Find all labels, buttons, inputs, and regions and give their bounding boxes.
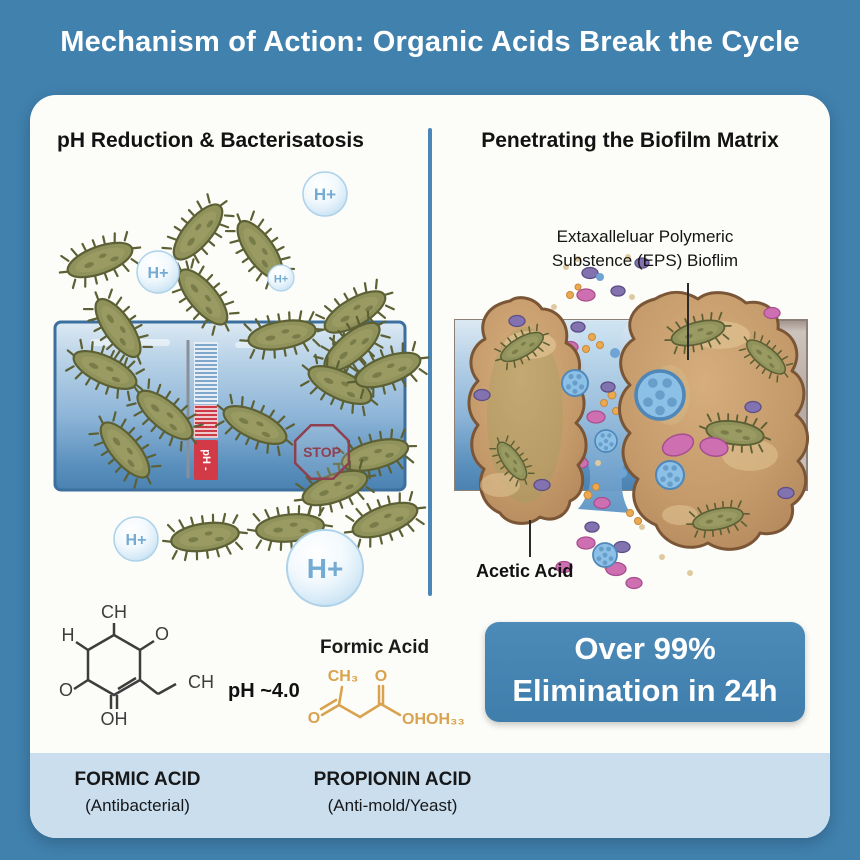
h-plus-label: H+ xyxy=(314,185,336,204)
atom-o-right: O xyxy=(155,624,169,644)
content-panel: pH Reduction & Bacterisatosis Penetratin… xyxy=(30,95,830,838)
h-plus-label: H+ xyxy=(274,274,288,286)
footer-propionin: PROPIONIN ACID (Anti-mold/Yeast) xyxy=(280,769,505,816)
main-title: Mechanism of Action: Organic Acids Break… xyxy=(60,26,800,58)
h-plus-bubbles: H+ H+ H+ H+ H+ xyxy=(113,171,364,607)
formic-structure-title: Formic Acid xyxy=(320,637,429,658)
eps-label-line1: Extaxalleluar Polymeric xyxy=(556,227,734,246)
eps-label: Extaxalleluar Polymeric Substence (EPS) … xyxy=(470,225,820,273)
result-badge: Over 99% Elimination in 24h xyxy=(485,622,805,722)
atom-oh-bottom: OH xyxy=(101,709,128,729)
formic-atom-ch3: CH₃ xyxy=(328,668,359,685)
atom-o-left: O xyxy=(59,680,73,700)
result-line2: Elimination in 24h xyxy=(512,673,778,708)
biofilm-blob-right xyxy=(618,290,809,551)
formic-atom-o-top: O xyxy=(375,668,387,685)
molecule-structure: CH H O O OH CH pH ~4.0 xyxy=(59,602,300,729)
panel-divider xyxy=(428,128,432,596)
atom-ch-branch: CH xyxy=(188,672,214,692)
acetic-acid-label: Acetic Acid xyxy=(476,561,574,581)
illustration-canvas: pH - STOP xyxy=(52,171,809,729)
biofilm-illustration xyxy=(454,254,809,590)
h-plus-label: H+ xyxy=(148,265,169,282)
footer-formic: FORMIC ACID (Antibacterial) xyxy=(30,769,245,816)
stop-sign-label: STOP xyxy=(303,444,341,460)
footer-propionin-name: PROPIONIN ACID xyxy=(313,769,472,790)
h-plus-label: H+ xyxy=(307,553,344,584)
atom-ch-top: CH xyxy=(101,602,127,622)
h-plus-label: H+ xyxy=(126,532,147,549)
atom-h-left: H xyxy=(62,625,75,645)
result-line1: Over 99% xyxy=(574,631,716,666)
formic-atom-o-left: O xyxy=(308,710,320,727)
ph-note: pH ~4.0 xyxy=(228,680,300,702)
ph-meter-label: pH - xyxy=(200,449,212,471)
footer-formic-name: FORMIC ACID xyxy=(74,769,201,790)
footer-strip: FORMIC ACID (Antibacterial) PROPIONIN AC… xyxy=(30,753,830,838)
footer-formic-sub: (Antibacterial) xyxy=(85,796,190,815)
formic-atom-ooh: OHOH₃₃ xyxy=(402,711,465,728)
footer-propionin-sub: (Anti-mold/Yeast) xyxy=(327,796,458,815)
stop-sign-icon: STOP xyxy=(293,423,351,481)
biofilm-blob-left xyxy=(467,296,588,525)
ph-meter: pH - xyxy=(186,340,218,480)
right-panel-heading: Penetrating the Biofilm Matrix xyxy=(481,129,779,152)
left-panel-heading: pH Reduction & Bacterisatosis xyxy=(57,129,364,152)
eps-label-line2: Substence (EPS) Bioflim xyxy=(551,251,739,270)
formic-acid-structure: Formic Acid CH₃ O O OHOH₃₃ xyxy=(308,637,465,728)
